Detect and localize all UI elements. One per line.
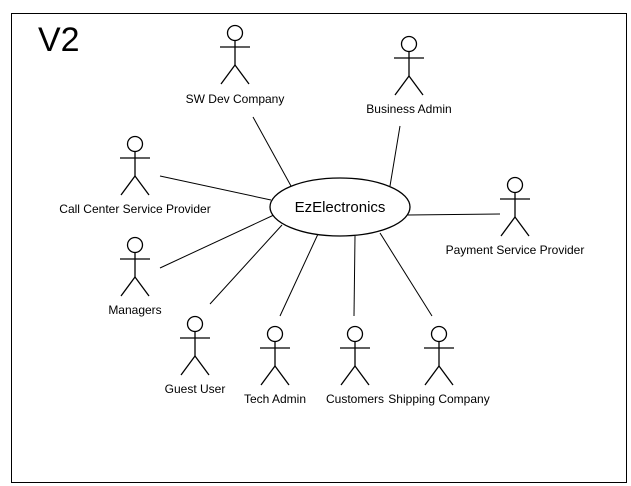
actor-payment-service-provider — [500, 176, 530, 237]
actor-head-icon — [126, 236, 144, 254]
diagram-frame — [11, 13, 627, 483]
association-sw-dev-company — [252, 116, 292, 187]
actor-tech-admin — [260, 325, 290, 386]
actor-head-icon — [186, 315, 204, 333]
association-shipping-company — [379, 232, 433, 317]
version-label: V2 — [38, 21, 80, 59]
system-name: EzElectronics — [295, 199, 386, 216]
actor-head-icon — [506, 176, 524, 194]
actor-label-managers: Managers — [108, 303, 161, 317]
actor-head-icon — [126, 135, 144, 153]
actor-managers — [120, 236, 150, 297]
association-managers — [159, 213, 277, 269]
actor-label-sw-dev-company: SW Dev Company — [186, 92, 285, 106]
actor-shipping-company — [424, 325, 454, 386]
actor-label-shipping-company: Shipping Company — [388, 392, 489, 406]
associations — [159, 116, 501, 317]
association-customers — [353, 235, 356, 317]
association-tech-admin — [279, 233, 319, 317]
actor-guest-user — [180, 315, 210, 376]
actor-label-business-admin: Business Admin — [366, 102, 451, 116]
association-call-center-service-provider — [159, 175, 272, 201]
association-payment-service-provider — [407, 213, 501, 216]
actor-label-customers: Customers — [326, 392, 384, 406]
system-use-case: EzElectronics — [269, 177, 411, 237]
actor-business-admin — [394, 35, 424, 96]
actor-head-icon — [430, 325, 448, 343]
actor-label-guest-user: Guest User — [165, 382, 226, 396]
actor-label-tech-admin: Tech Admin — [244, 392, 306, 406]
actor-head-icon — [226, 24, 244, 42]
actor-head-icon — [346, 325, 364, 343]
actor-call-center-service-provider — [120, 135, 150, 196]
actor-label-payment-service-provider: Payment Service Provider — [446, 243, 585, 257]
actor-head-icon — [266, 325, 284, 343]
actor-customers — [340, 325, 370, 386]
actor-label-call-center-service-provider: Call Center Service Provider — [59, 202, 210, 216]
association-guest-user — [209, 224, 283, 305]
actor-head-icon — [400, 35, 418, 53]
actor-sw-dev-company — [220, 24, 250, 85]
association-business-admin — [389, 125, 401, 187]
system-ellipse — [269, 177, 411, 237]
